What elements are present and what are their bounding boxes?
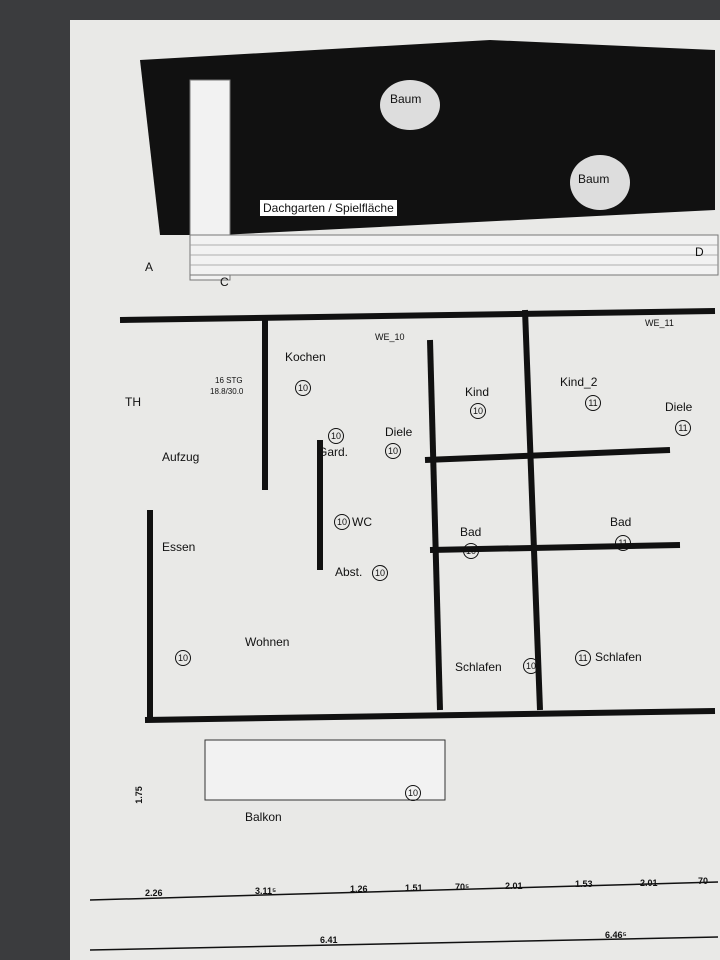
unit-badge: 10: [405, 785, 421, 801]
section-marker-c: C: [220, 275, 229, 289]
room-abstell: Abst.: [335, 565, 363, 579]
dimension: 1.51: [405, 883, 423, 893]
dimension-lines: [89, 881, 719, 951]
roof-label: Dachgarten / Spielfläche: [260, 200, 397, 216]
tree-icon: [380, 80, 440, 130]
room-diele-11: Diele: [665, 400, 693, 414]
room-bad-11: Bad: [610, 515, 632, 529]
unit-badge: 10: [328, 428, 344, 444]
stair-steps: 16 STG: [215, 376, 243, 385]
section-marker-a: A: [145, 260, 154, 274]
room-balkon: Balkon: [245, 810, 282, 824]
unit-badge: 11: [585, 395, 601, 411]
tree-icon: [570, 155, 630, 210]
room-schlafen: Schlafen: [455, 660, 502, 674]
unit-badge: 11: [575, 650, 591, 666]
unit-badge: 10: [372, 565, 388, 581]
unit-badge: 10: [175, 650, 191, 666]
section-marker-d: D: [695, 245, 704, 259]
room-garderobe: Gard.: [318, 445, 349, 459]
floor-plan-drawing: [89, 40, 719, 951]
unit-label-we10: WE_10: [375, 332, 405, 342]
dimension: 70: [698, 876, 709, 886]
unit-badge: 10: [470, 403, 486, 419]
floor-plan-paper: Baum Baum Dachgarten / Spielfläche A C D…: [70, 20, 720, 960]
balcony-depth: 1.75: [133, 786, 144, 804]
room-schlafen-11: Schlafen: [595, 650, 642, 664]
room-bad: Bad: [460, 525, 482, 539]
room-wc: WC: [352, 515, 372, 529]
unit-label-we11: WE_11: [645, 318, 674, 328]
room-wohnen: Wohnen: [245, 635, 290, 649]
dimension: 2.01: [505, 881, 523, 891]
unit-badge: 11: [615, 535, 631, 551]
dimension: 3.11⁵: [255, 886, 277, 896]
stair-ratio: 18.8/30.0: [210, 387, 244, 396]
dimension: 70⁵: [455, 882, 470, 892]
room-kind: Kind: [465, 385, 490, 399]
unit-badge: 10: [334, 514, 350, 530]
walls: [119, 308, 716, 723]
dimension: 1.26: [350, 884, 368, 894]
unit-badge: 10: [523, 658, 539, 674]
room-diele: Diele: [385, 425, 413, 439]
dimension: 1.53: [575, 879, 593, 889]
dimension: 6.46⁵: [605, 930, 627, 940]
tree-label: Baum: [578, 172, 610, 186]
dimension: 2.26: [145, 888, 163, 898]
unit-badge: 10: [385, 443, 401, 459]
unit-badge: 11: [675, 420, 691, 436]
th-label: TH: [125, 395, 141, 409]
room-essen: Essen: [162, 540, 196, 554]
unit-badge: 10: [295, 380, 311, 396]
room-aufzug: Aufzug: [162, 450, 200, 464]
tree-label: Baum: [390, 92, 422, 106]
room-kochen: Kochen: [285, 350, 326, 364]
unit-badge: 10: [463, 543, 479, 559]
dimension: 2.01: [640, 878, 658, 888]
room-kind-2: Kind_2: [560, 375, 598, 389]
dimension: 6.41: [320, 935, 338, 945]
